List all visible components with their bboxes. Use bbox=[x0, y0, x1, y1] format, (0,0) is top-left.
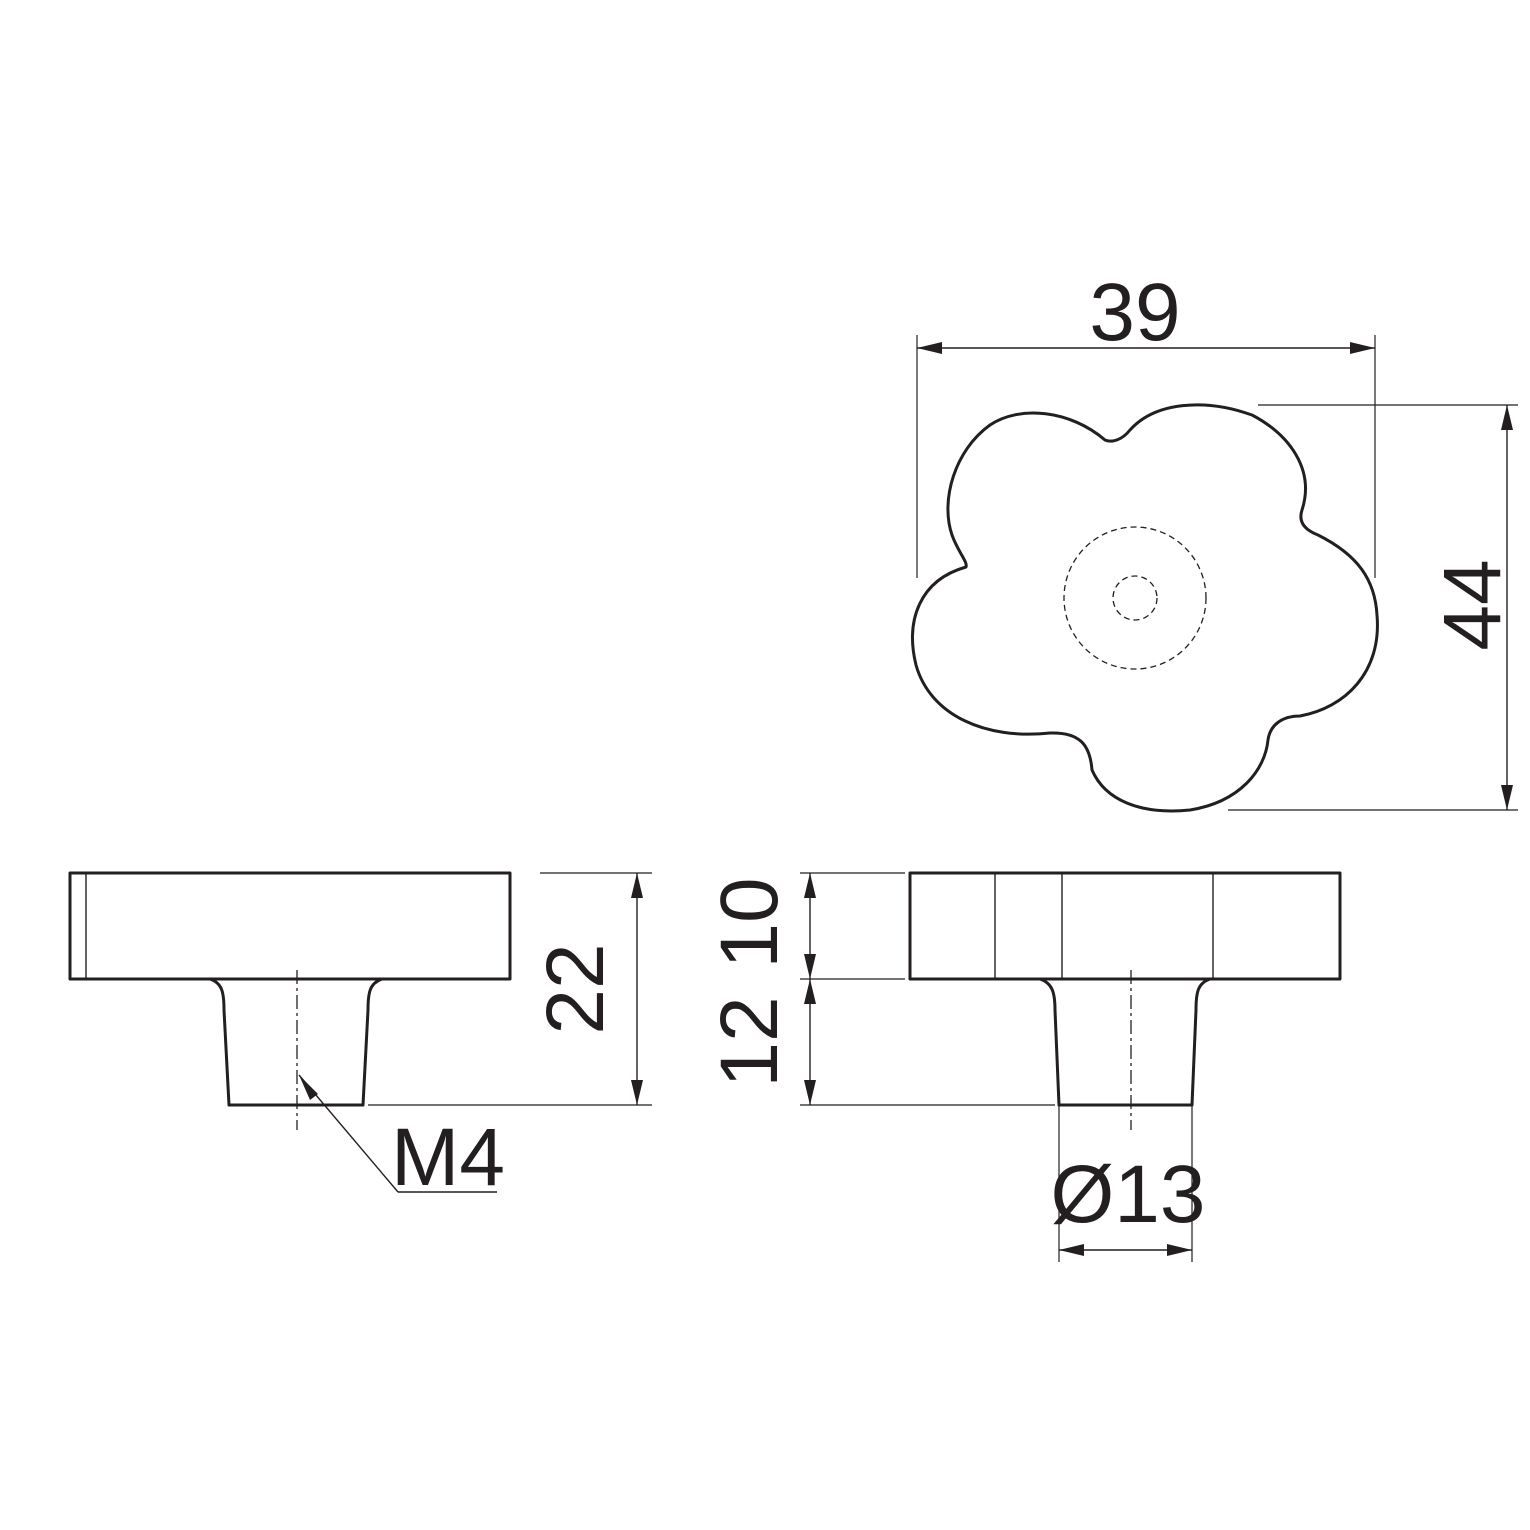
thread-label: M4 bbox=[391, 1112, 505, 1203]
dimension-39: 39 bbox=[916, 267, 1376, 578]
top-view bbox=[911, 403, 1379, 813]
dim-label-12: 12 bbox=[704, 996, 795, 1087]
dimension-10-12: 10 12 bbox=[704, 872, 1055, 1106]
head-profile bbox=[68, 871, 512, 981]
dimension-22: 22 bbox=[368, 872, 652, 1106]
shank-profile-front bbox=[1038, 977, 1212, 1107]
dimension-44: 44 bbox=[1228, 404, 1518, 811]
thread-callout: M4 bbox=[298, 1074, 505, 1203]
dim-label-22: 22 bbox=[530, 943, 621, 1034]
head-profile-front bbox=[908, 871, 1342, 981]
dim-label-10: 10 bbox=[704, 877, 795, 968]
shank-profile bbox=[208, 977, 384, 1107]
side-view-right bbox=[908, 871, 1342, 1130]
dim-label-44: 44 bbox=[1427, 559, 1518, 650]
dim-label-39: 39 bbox=[1089, 267, 1180, 358]
shank-hidden-circle bbox=[1063, 526, 1207, 670]
dimension-diameter-13: Ø13 bbox=[1051, 1105, 1206, 1262]
dim-label-diameter: Ø13 bbox=[1051, 1149, 1206, 1240]
side-view-left bbox=[68, 871, 512, 1130]
flower-outline bbox=[911, 403, 1379, 813]
thread-hidden-circle bbox=[1112, 575, 1158, 621]
